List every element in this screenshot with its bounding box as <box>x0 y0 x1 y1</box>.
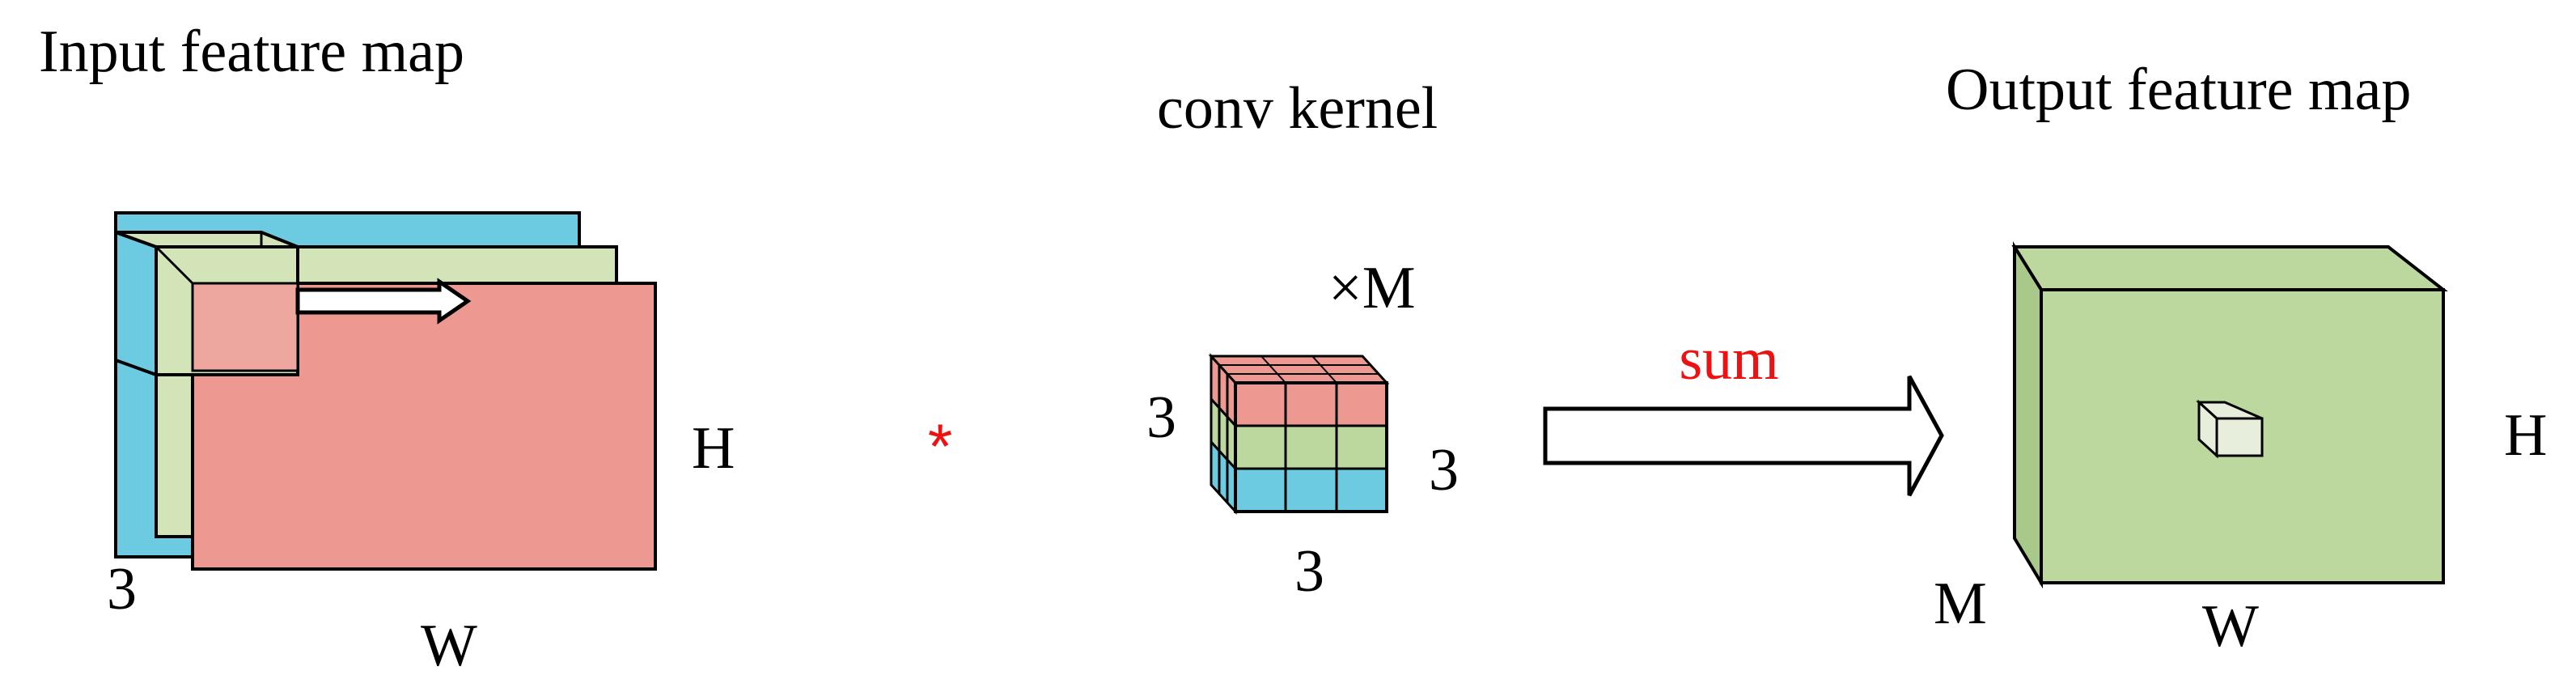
input-title: Input feature map <box>39 19 464 85</box>
sliding-window-cube <box>114 230 299 377</box>
output-title: Output feature map <box>1946 57 2411 123</box>
output-feature-map: Output feature map H W M <box>1934 57 2547 660</box>
output-element-cube <box>2196 399 2264 459</box>
kernel-cube <box>1208 353 1390 515</box>
conv-kernel: conv kernel ×M 3 3 3 <box>1146 75 1459 605</box>
input-height-label: H <box>692 415 735 482</box>
input-feature-map: Input feature map H W 3 <box>39 19 735 679</box>
input-depth-label: 3 <box>107 556 137 622</box>
convolution-operator: * <box>928 410 952 482</box>
kernel-height-label: 3 <box>1146 384 1176 451</box>
output-width-label: W <box>2202 593 2259 660</box>
sum-arrow-icon <box>1543 375 1944 497</box>
output-height-label: H <box>2504 402 2547 469</box>
kernel-depth-label: 3 <box>1294 538 1324 605</box>
slide-arrow-icon <box>295 278 472 325</box>
kernel-title: conv kernel <box>1157 75 1438 142</box>
output-depth-label: M <box>1934 571 1987 637</box>
sum-arrow: sum <box>1543 326 1944 497</box>
kernel-count-label: ×M <box>1328 255 1416 321</box>
input-width-label: W <box>421 613 477 679</box>
sum-label: sum <box>1679 326 1778 393</box>
kernel-width-label: 3 <box>1429 437 1459 503</box>
